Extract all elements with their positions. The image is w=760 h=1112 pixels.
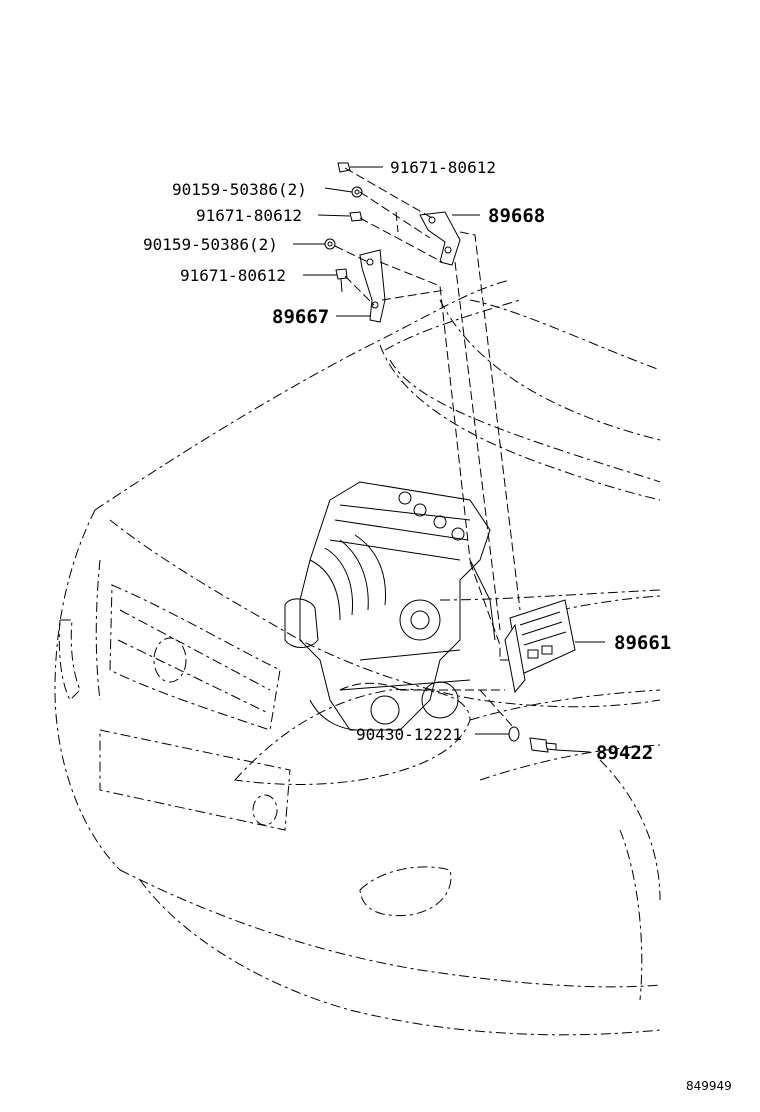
assembly-lines: [334, 167, 521, 729]
ecu-module: [504, 599, 576, 694]
diagram-reference-code: 849949: [686, 1079, 732, 1093]
engine-assembly: [284, 481, 496, 731]
label-90159-50386-lower: 90159-50386(2): [143, 235, 278, 254]
bracket-89667: [359, 249, 386, 323]
knock-sensor: [529, 737, 557, 753]
label-91671-80612-mid: 91671-80612: [196, 206, 302, 225]
bracket-89668: [419, 211, 461, 266]
label-89668: 89668: [488, 205, 545, 227]
label-89661: 89661: [614, 632, 671, 654]
label-91671-80612-bottom: 91671-80612: [180, 266, 286, 285]
label-90159-50386-upper: 90159-50386(2): [172, 180, 307, 199]
vehicle-body-outline: [54, 279, 661, 1036]
label-91671-80612-top: 91671-80612: [390, 158, 496, 177]
leader-lines: [293, 166, 605, 753]
label-89422: 89422: [596, 742, 653, 764]
label-90430-12221: 90430-12221: [356, 725, 462, 744]
part-labels: 91671-80612 90159-50386(2) 91671-80612 9…: [143, 158, 671, 764]
label-89667: 89667: [272, 306, 329, 328]
fasteners: [324, 162, 520, 742]
